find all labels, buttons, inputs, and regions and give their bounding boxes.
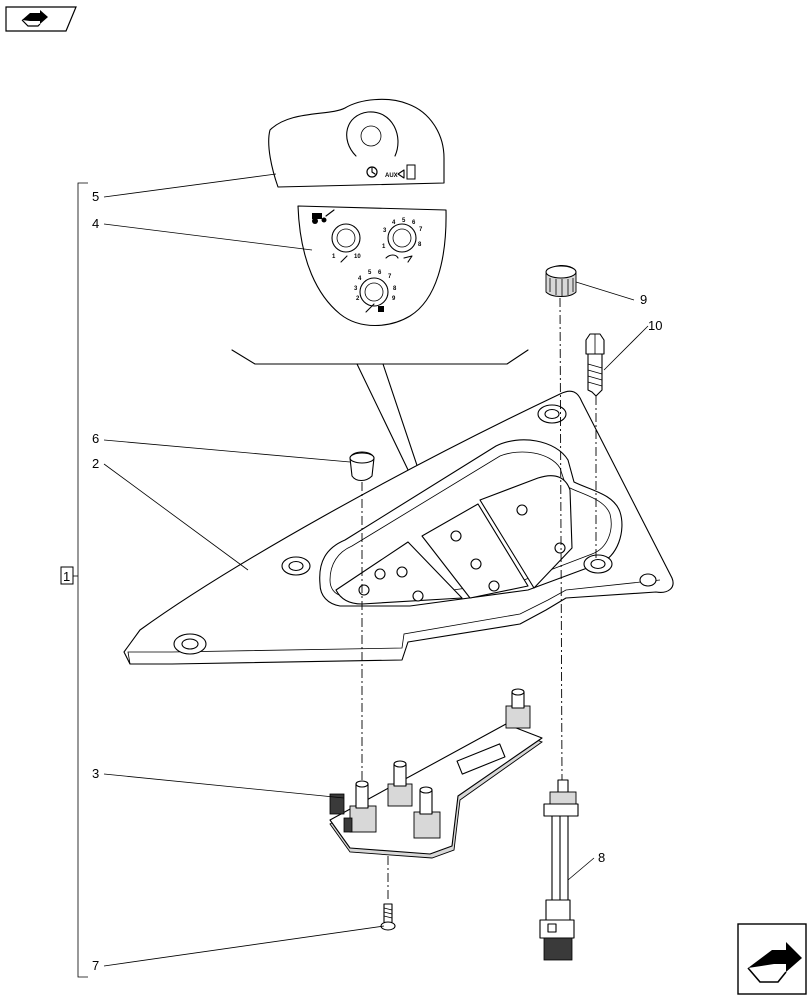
potentiometer-1: [505, 688, 531, 729]
circuit-board: [329, 688, 543, 859]
callout-6: 6: [92, 431, 99, 446]
dial-c-tick-7: 7: [388, 274, 392, 280]
dial-c-tick-8: 8: [393, 286, 397, 292]
alignment-lines: [361, 297, 597, 900]
dial-c-tick-6: 6: [378, 270, 382, 276]
mount-hole-right: [583, 554, 613, 574]
callout-5: 5: [92, 189, 99, 204]
dial-c-tick-9: 9: [392, 296, 396, 302]
dial-c-tick-5: 5: [368, 270, 372, 276]
potentiometer-3: [349, 780, 377, 833]
dial-c-tick-3: 3: [354, 286, 358, 292]
callout-9: 9: [640, 292, 647, 307]
assembly-bracket: [60, 182, 88, 978]
wire-harness: [539, 779, 579, 961]
tractor-icon: [312, 209, 335, 224]
leader-lines: [103, 173, 649, 967]
callout-8: 8: [598, 850, 605, 865]
callout-10: 10: [648, 318, 662, 333]
screw: [380, 903, 396, 931]
callout-4: 4: [92, 216, 99, 231]
potentiometer-4: [413, 786, 441, 839]
console-panel: [123, 390, 674, 665]
decal-dials: 1 10 3 4 5 6 7 1 8 4 5 6 7 3 8 2 9: [297, 205, 447, 326]
callout-2: 2: [92, 456, 99, 471]
dial-a-max: 10: [354, 254, 361, 260]
decal-aux-label: AUX: [385, 173, 398, 179]
mount-hole-mid: [281, 556, 311, 576]
next-page-button[interactable]: [737, 923, 807, 995]
next-page-arrow-icon: [747, 942, 802, 983]
decal-aux: AUX: [268, 98, 445, 188]
dial-c-tick-4: 4: [358, 276, 362, 282]
dial-a-min: 1: [332, 254, 336, 260]
dial-b-tick-7: 7: [419, 227, 423, 233]
bolt: [585, 333, 605, 397]
knob-cap-large: [545, 265, 577, 297]
callout-labels: 5 4 6 2 1 3 7 9 10 8: [63, 189, 662, 973]
mount-hole-top: [537, 404, 567, 424]
callout-1: 1: [63, 569, 70, 584]
mount-hole-left: [173, 633, 207, 655]
callout-7: 7: [92, 958, 99, 973]
dial-b-tick-3: 3: [383, 228, 387, 234]
potentiometer-2: [387, 760, 413, 807]
dial-b-tick-1: 1: [382, 244, 386, 250]
dial-b-tick-8: 8: [418, 242, 422, 248]
dial-b-tick-4: 4: [392, 220, 396, 226]
prev-page-arrow-icon: [21, 10, 48, 27]
dial-b-tick-6: 6: [412, 220, 416, 226]
dial-b-tick-5: 5: [402, 218, 406, 224]
dial-c-tick-2: 2: [356, 296, 360, 302]
callout-3: 3: [92, 766, 99, 781]
knob-cap-small: [349, 451, 375, 482]
prev-page-button[interactable]: [5, 6, 77, 32]
